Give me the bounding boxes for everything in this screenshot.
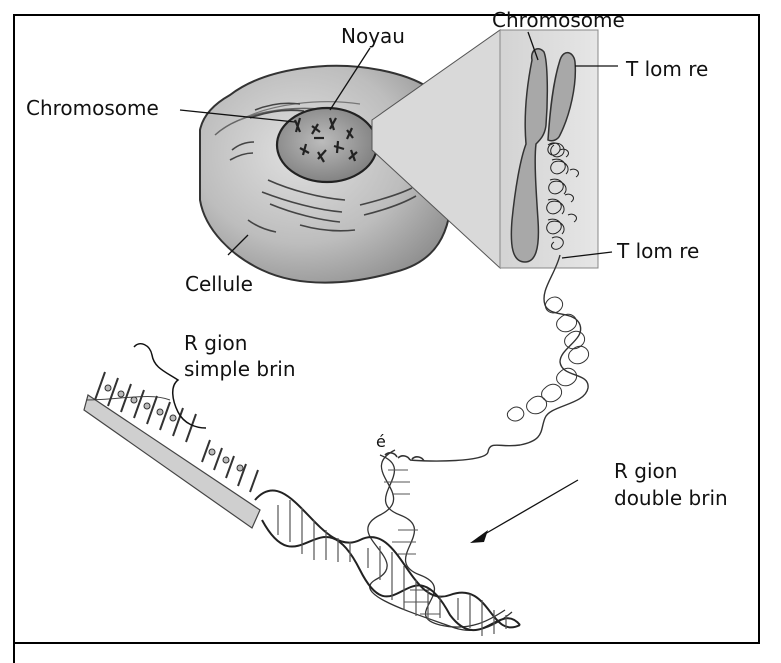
label-noyau: Noyau	[341, 25, 405, 48]
double-helix-main	[84, 372, 520, 636]
region-double-arrowhead	[470, 530, 488, 543]
label-telomere-bottom: T lom re	[617, 240, 699, 263]
label-region-double-line2: double brin	[614, 487, 728, 510]
label-region-double-line1: R gion	[614, 460, 677, 483]
label-chromosome-left: Chromosome	[26, 97, 159, 120]
label-region-simple-line1: R gion	[184, 332, 247, 355]
nucleus	[277, 108, 377, 182]
region-double-arrow-line	[478, 480, 578, 538]
dna-strand-descending	[385, 255, 589, 461]
label-stray-e: é	[376, 433, 386, 451]
label-telomere-top: T lom re	[626, 58, 708, 81]
label-cellule: Cellule	[185, 273, 253, 296]
label-region-simple-line2: simple brin	[184, 358, 296, 381]
label-chromosome-top: Chromosome	[492, 9, 625, 32]
